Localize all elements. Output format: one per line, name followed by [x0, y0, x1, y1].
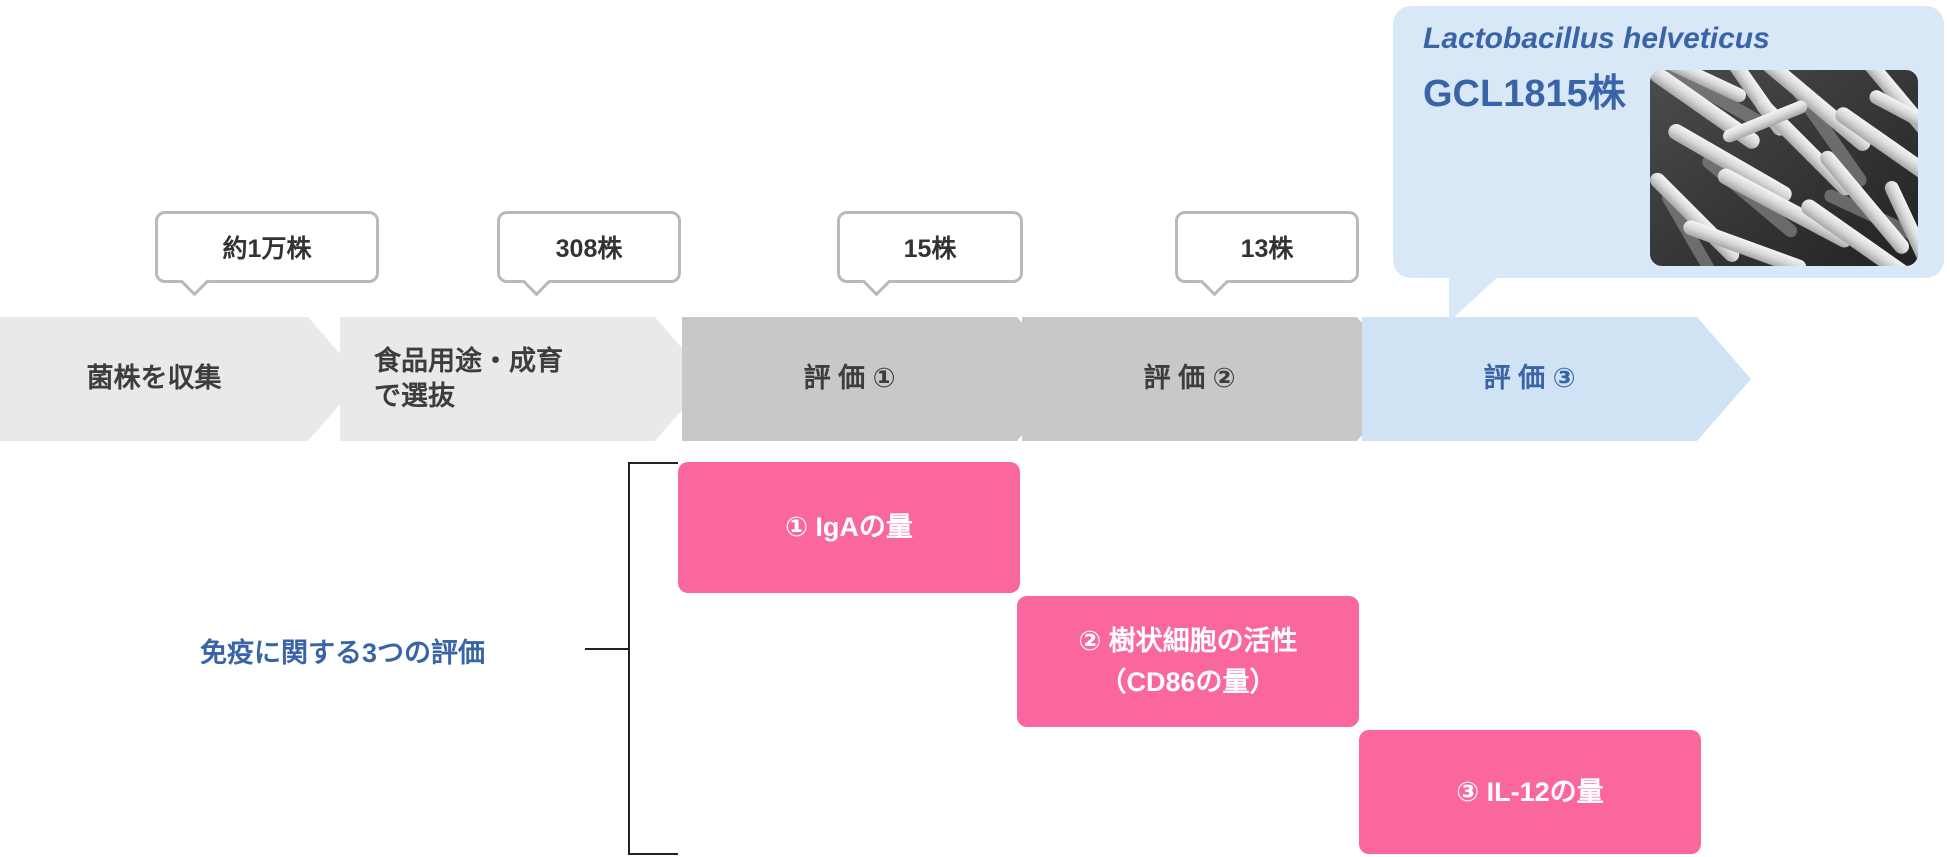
- count-label: 308株: [555, 235, 623, 263]
- evaluation-card-3: ③ IL-12の量: [1359, 730, 1701, 854]
- evaluation-card-2: ② 樹状細胞の活性 （CD86の量）: [1017, 596, 1359, 727]
- count-callout-2: 308株: [497, 211, 681, 297]
- flow-step-eval-2: 評 価 ②: [1022, 317, 1411, 441]
- evaluation-card-1: ① IgAの量: [678, 462, 1020, 593]
- bacteria-rods-illustration: [1650, 70, 1918, 266]
- flow-step-collect: 菌株を収集: [0, 317, 362, 441]
- callout-tail: [861, 266, 892, 297]
- callout-tail: [1199, 266, 1230, 297]
- count-callout-3: 15株: [837, 211, 1023, 297]
- flow-step-select: 食品用途・成育 で選抜: [340, 317, 709, 441]
- count-label: 約1万株: [222, 235, 312, 263]
- bracket-connector-line: [585, 648, 628, 650]
- flow-step-label: で選抜: [374, 381, 455, 411]
- callout-tail: [521, 266, 552, 297]
- evaluation-label: ② 樹状細胞の活性: [1078, 626, 1298, 656]
- species-name: Lactobacillus helveticus: [1423, 22, 1770, 55]
- count-label: 15株: [903, 235, 957, 263]
- flow-step-label: 菌株を収集: [86, 363, 222, 394]
- bacteria-sem-image: [1650, 70, 1918, 266]
- count-callout-1: 約1万株: [155, 211, 379, 297]
- evaluation-label: （CD86の量）: [1099, 666, 1277, 697]
- flow-step-label: 評 価 ①: [803, 363, 896, 394]
- flow-step-label: 評 価 ②: [1143, 363, 1236, 394]
- result-callout: Lactobacillus helveticus GCL1815株: [1393, 6, 1944, 278]
- flow-step-eval-3: 評 価 ③: [1362, 317, 1751, 441]
- count-label: 13株: [1240, 235, 1294, 263]
- result-callout-tail: [1449, 274, 1501, 322]
- callout-tail: [179, 266, 210, 297]
- flow-step-eval-1: 評 価 ①: [682, 317, 1071, 441]
- evaluations-title: 免疫に関する3つの評価: [200, 638, 486, 668]
- flow-step-label: 評 価 ③: [1483, 363, 1576, 394]
- bracket-bottom-tick: [628, 853, 678, 855]
- evaluation-label: ① IgAの量: [785, 512, 913, 543]
- bracket-vertical-line: [628, 462, 630, 855]
- count-callout-4: 13株: [1175, 211, 1359, 297]
- bracket-top-tick: [628, 462, 678, 464]
- evaluation-label: ③ IL-12の量: [1456, 776, 1604, 807]
- strain-name: GCL1815株: [1423, 73, 1626, 115]
- flow-step-label: 食品用途・成育: [374, 345, 563, 376]
